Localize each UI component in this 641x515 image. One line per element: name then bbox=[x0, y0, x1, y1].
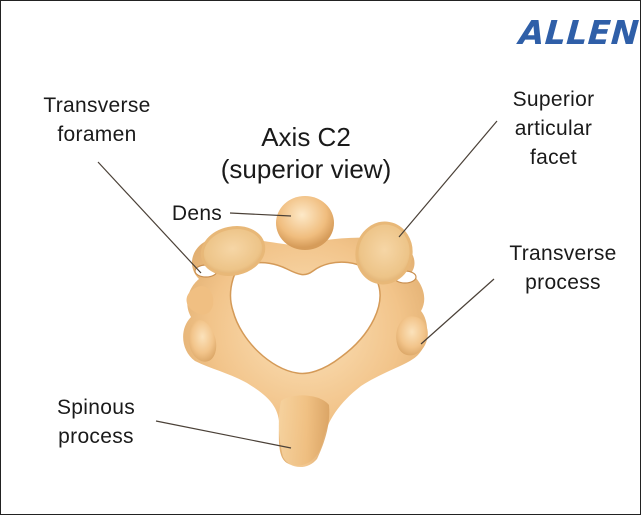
leader-transverse-foramen bbox=[97, 161, 202, 274]
left-transverse-process-lower bbox=[188, 319, 217, 362]
right-transverse-process bbox=[396, 316, 428, 356]
label-spinous-process: Spinous process bbox=[57, 396, 135, 448]
right-superior-articular-facet bbox=[355, 221, 413, 285]
label-superior-articular-facet: Superior articular facet bbox=[512, 88, 595, 169]
vertebral-foramen bbox=[229, 261, 381, 375]
diagram-title: Axis C2 (superior view) bbox=[220, 122, 392, 184]
label-transverse-process: Transverse process bbox=[509, 242, 617, 294]
label-dens: Dens bbox=[171, 202, 223, 225]
leader-spinous-process bbox=[155, 420, 292, 449]
left-superior-articular-facet bbox=[200, 226, 266, 276]
leader-superior-articular-facet bbox=[398, 120, 498, 238]
leader-transverse-process bbox=[420, 278, 495, 345]
label-transverse-foramen: Transverse foramen bbox=[43, 94, 151, 146]
spinous-process-shape bbox=[278, 395, 330, 468]
leader-dens bbox=[229, 212, 292, 217]
left-transverse-process bbox=[186, 286, 214, 315]
dens bbox=[276, 196, 334, 250]
